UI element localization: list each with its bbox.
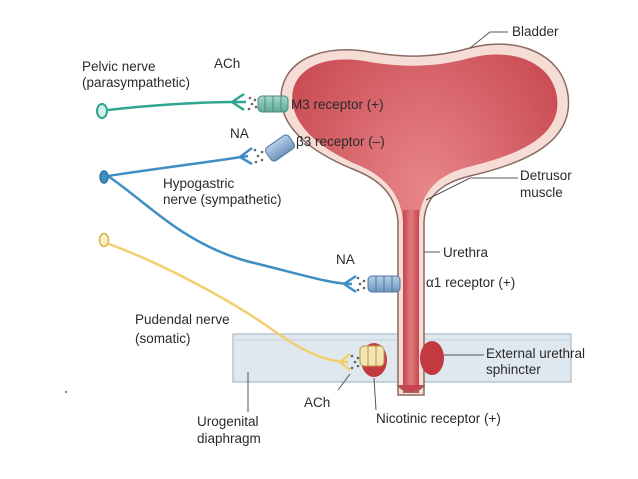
label-external-sphincter: External urethral xyxy=(486,346,586,361)
label-pelvic-nerve-sub: (parasympathetic) xyxy=(82,75,191,90)
m3-receptor xyxy=(257,95,289,113)
external-sphincter-right xyxy=(420,341,444,375)
hypogastric-nerve xyxy=(107,147,357,294)
pudendal-nerve xyxy=(105,241,351,371)
label-hypogastric: Hypogastric xyxy=(163,176,235,191)
label-ach-top: ACh xyxy=(214,56,241,71)
bladder xyxy=(292,54,558,393)
stray-dot xyxy=(64,390,68,394)
label-ach-bottom: ACh xyxy=(304,395,331,410)
urethra xyxy=(403,210,419,393)
label-hypogastric-sub: nerve (sympathetic) xyxy=(163,192,282,207)
label-na-bottom: NA xyxy=(336,252,355,267)
ach-vesicles-top xyxy=(247,96,258,111)
label-detrusor: Detrusor xyxy=(520,168,572,183)
label-alpha1-receptor: α1 receptor (+) xyxy=(426,275,516,290)
pelvic-nerve xyxy=(107,92,246,112)
na-vesicles-bottom xyxy=(356,276,366,292)
leader-lines xyxy=(247,31,518,412)
label-urogenital-sub: diaphragm xyxy=(197,431,261,446)
label-pelvic-nerve: Pelvic nerve xyxy=(82,59,156,74)
na-vesicles-top xyxy=(253,148,264,164)
label-urethra: Urethra xyxy=(443,245,489,260)
label-bladder: Bladder xyxy=(512,24,559,39)
label-nicotinic-receptor: Nicotinic receptor (+) xyxy=(376,411,501,426)
label-detrusor-sub: muscle xyxy=(520,185,563,200)
label-pudendal-sub: (somatic) xyxy=(135,331,191,346)
alpha1-receptor xyxy=(367,275,401,293)
label-pudendal: Pudendal nerve xyxy=(135,312,230,327)
hypogastric-nerve-ganglion xyxy=(99,170,109,184)
pelvic-nerve-ganglion xyxy=(96,103,108,119)
label-m3-receptor: M3 receptor (+) xyxy=(291,97,384,112)
pudendal-nerve-ganglion xyxy=(98,232,110,248)
label-urogenital: Urogenital xyxy=(197,414,259,429)
label-beta3-receptor: β3 receptor (–) xyxy=(296,134,385,149)
label-na-top: NA xyxy=(230,126,249,141)
nicotinic-receptor xyxy=(359,345,385,367)
ach-vesicles-bottom xyxy=(350,354,360,370)
beta3-receptor xyxy=(265,134,295,162)
label-external-sphincter-sub: sphincter xyxy=(486,362,541,377)
